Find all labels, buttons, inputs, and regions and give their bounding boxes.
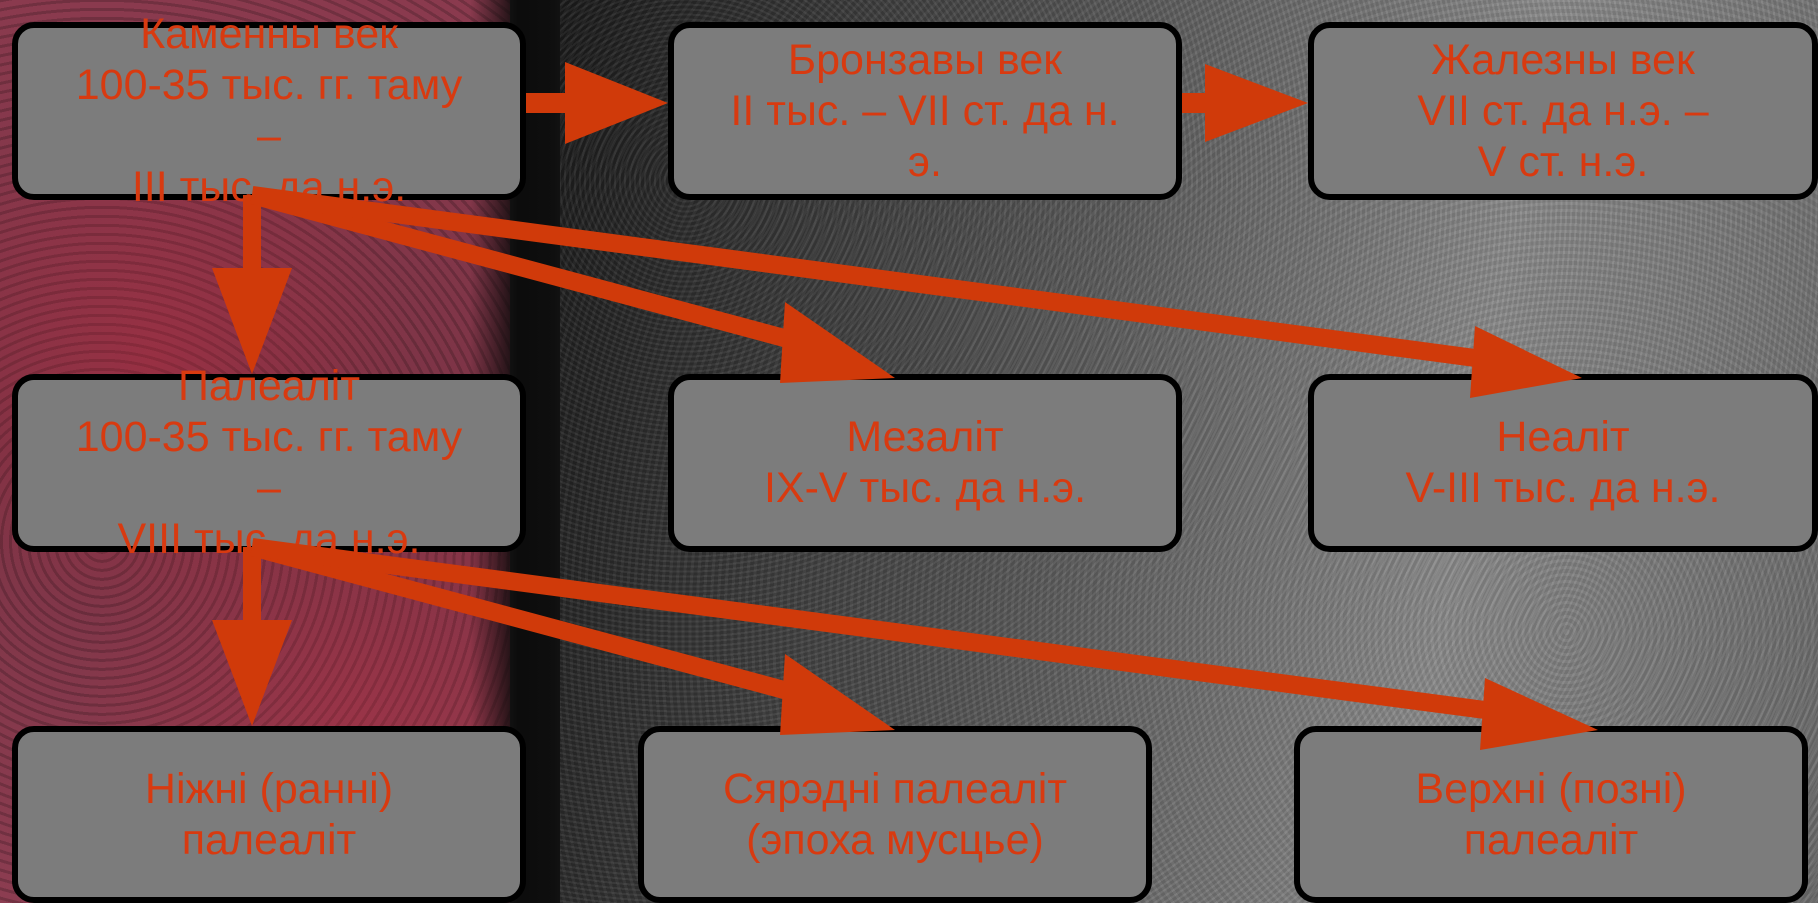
box-iron-age: Жалезны век VII ст. да н.э. – V ст. н.э. <box>1308 22 1818 200</box>
box-neolithic: Неаліт V-III тыс. да н.э. <box>1308 374 1818 552</box>
box-iron-age-text: Жалезны век VII ст. да н.э. – V ст. н.э. <box>1417 35 1709 186</box>
box-mesolithic: Мезаліт IX-V тыс. да н.э. <box>668 374 1182 552</box>
box-middle-paleolithic-text: Сярэдні палеаліт (эпоха мусцье) <box>722 764 1068 864</box>
box-lower-paleolithic-text: Ніжні (ранні) палеаліт <box>144 764 394 864</box>
box-upper-paleolithic: Верхні (позні) палеаліт <box>1294 726 1808 903</box>
box-bronze-age: Бронзавы век II тыс. – VII ст. да н. э. <box>668 22 1182 200</box>
box-neolithic-text: Неаліт V-III тыс. да н.э. <box>1405 413 1721 512</box>
box-lower-paleolithic: Ніжні (ранні) палеаліт <box>12 726 526 903</box>
box-upper-paleolithic-text: Верхні (позні) палеаліт <box>1415 764 1687 864</box>
box-mesolithic-text: Мезаліт IX-V тыс. да н.э. <box>763 413 1087 512</box>
box-paleolithic: Палеаліт 100-35 тыс. гг. таму – VIII тыс… <box>12 362 526 563</box>
box-middle-paleolithic: Сярэдні палеаліт (эпоха мусцье) <box>638 726 1152 903</box>
box-paleolithic-text: Палеаліт 100-35 тыс. гг. таму – VIII тыс… <box>75 362 463 563</box>
box-stone-age: Каменны век 100-35 тыс. гг. таму – III т… <box>12 10 526 211</box>
box-bronze-age-text: Бронзавы век II тыс. – VII ст. да н. э. <box>730 35 1120 186</box>
box-stone-age-text: Каменны век 100-35 тыс. гг. таму – III т… <box>75 10 463 211</box>
